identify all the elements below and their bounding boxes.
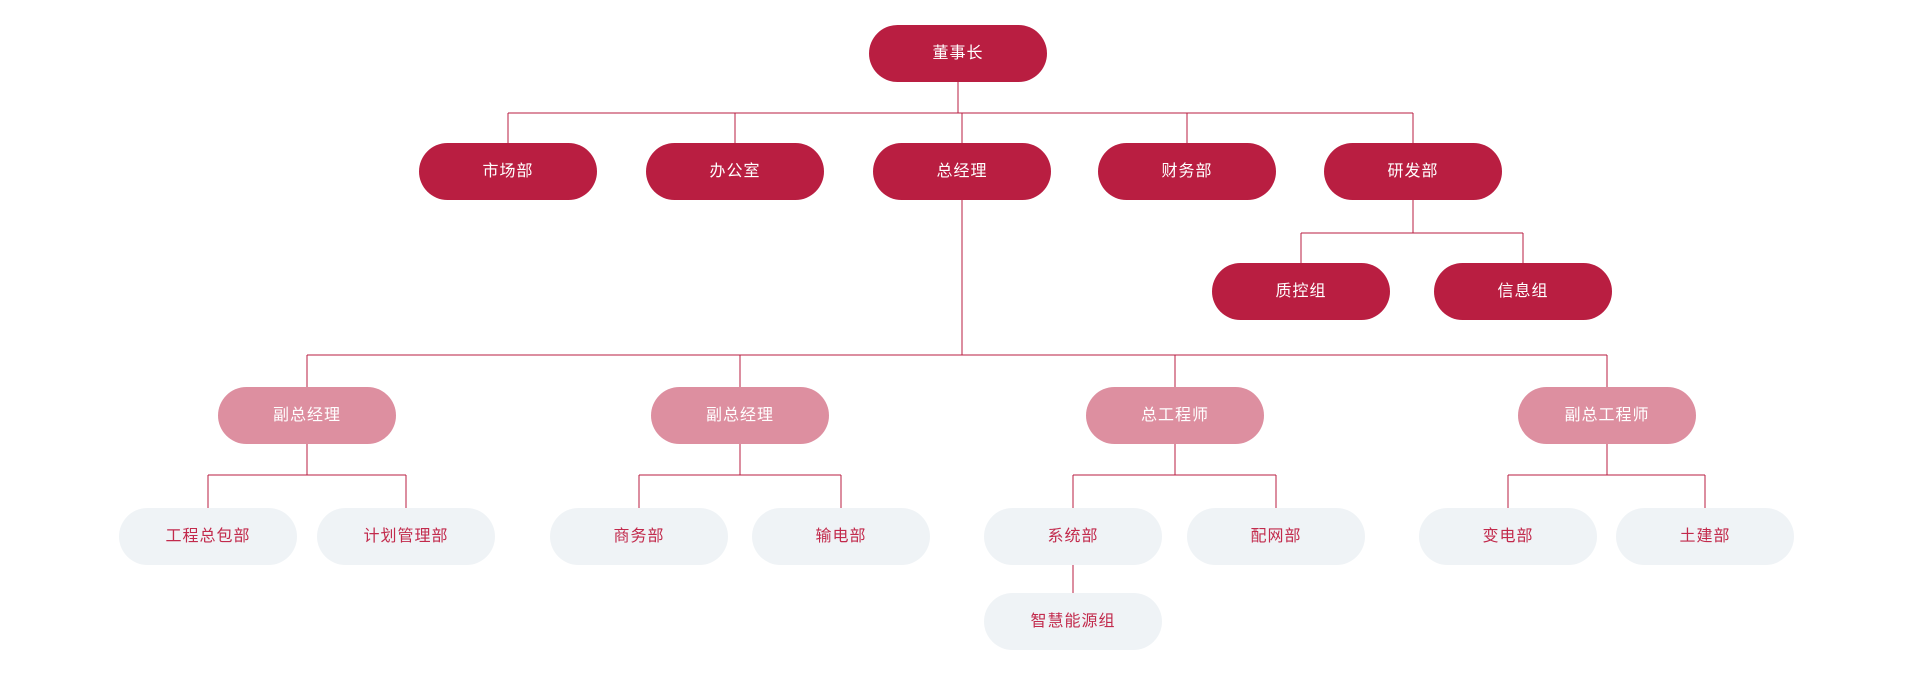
org-node-finance-dept-label: 财务部 [1161, 162, 1213, 180]
connector-deputy-chief-engineer-children [1507, 444, 1706, 508]
org-node-business-dept[interactable]: 商务部 [550, 508, 728, 565]
org-node-marketing-dept-label: 市场部 [482, 162, 534, 180]
org-node-deputy-chief-engineer-label: 副总工程师 [1564, 406, 1650, 424]
org-node-business-dept-label: 商务部 [613, 527, 665, 545]
org-node-general-manager[interactable]: 总经理 [873, 143, 1051, 200]
org-node-rd-dept[interactable]: 研发部 [1324, 143, 1502, 200]
org-node-info-group[interactable]: 信息组 [1434, 263, 1612, 320]
connector-deputy-gm-2-children [638, 444, 842, 508]
org-node-transmission-dept[interactable]: 输电部 [752, 508, 930, 565]
org-node-system-dept-label: 系统部 [1047, 527, 1099, 545]
org-node-civil-dept[interactable]: 土建部 [1616, 508, 1794, 565]
org-node-substation-dept-label: 变电部 [1482, 527, 1534, 545]
org-node-chairman[interactable]: 董事长 [869, 25, 1047, 82]
org-node-general-manager-label: 总经理 [936, 162, 988, 180]
org-node-finance-dept[interactable]: 财务部 [1098, 143, 1276, 200]
org-node-smart-energy-group-label: 智慧能源组 [1030, 612, 1116, 630]
org-node-chief-engineer-label: 总工程师 [1140, 406, 1209, 424]
org-node-epc-dept[interactable]: 工程总包部 [119, 508, 297, 565]
org-node-distribution-dept[interactable]: 配网部 [1187, 508, 1365, 565]
org-node-epc-dept-label: 工程总包部 [165, 527, 251, 545]
org-node-distribution-dept-label: 配网部 [1250, 527, 1302, 545]
connector-rd-dept-children [1300, 200, 1524, 263]
org-node-chairman-label: 董事长 [932, 44, 984, 62]
org-node-marketing-dept[interactable]: 市场部 [419, 143, 597, 200]
connector-chairman-children [507, 82, 1414, 143]
connector-general-manager-children [306, 200, 1608, 387]
org-node-smart-energy-group[interactable]: 智慧能源组 [984, 593, 1162, 650]
org-node-office-label: 办公室 [709, 162, 761, 180]
org-node-deputy-gm-2[interactable]: 副总经理 [651, 387, 829, 444]
org-node-rd-dept-label: 研发部 [1387, 162, 1439, 180]
org-node-deputy-gm-1-label: 副总经理 [272, 406, 341, 424]
connector-deputy-gm-1-children [207, 444, 407, 508]
org-node-qc-group-label: 质控组 [1275, 282, 1327, 300]
org-node-deputy-chief-engineer[interactable]: 副总工程师 [1518, 387, 1696, 444]
org-node-info-group-label: 信息组 [1497, 282, 1549, 300]
org-node-system-dept[interactable]: 系统部 [984, 508, 1162, 565]
org-node-civil-dept-label: 土建部 [1679, 527, 1731, 545]
org-node-planning-dept[interactable]: 计划管理部 [317, 508, 495, 565]
org-node-transmission-dept-label: 输电部 [815, 527, 867, 545]
org-node-chief-engineer[interactable]: 总工程师 [1086, 387, 1264, 444]
org-node-planning-dept-label: 计划管理部 [363, 527, 449, 545]
org-node-deputy-gm-2-label: 副总经理 [705, 406, 774, 424]
connector-chief-engineer-children [1072, 444, 1277, 508]
org-node-substation-dept[interactable]: 变电部 [1419, 508, 1597, 565]
org-node-deputy-gm-1[interactable]: 副总经理 [218, 387, 396, 444]
org-node-office[interactable]: 办公室 [646, 143, 824, 200]
org-node-qc-group[interactable]: 质控组 [1212, 263, 1390, 320]
